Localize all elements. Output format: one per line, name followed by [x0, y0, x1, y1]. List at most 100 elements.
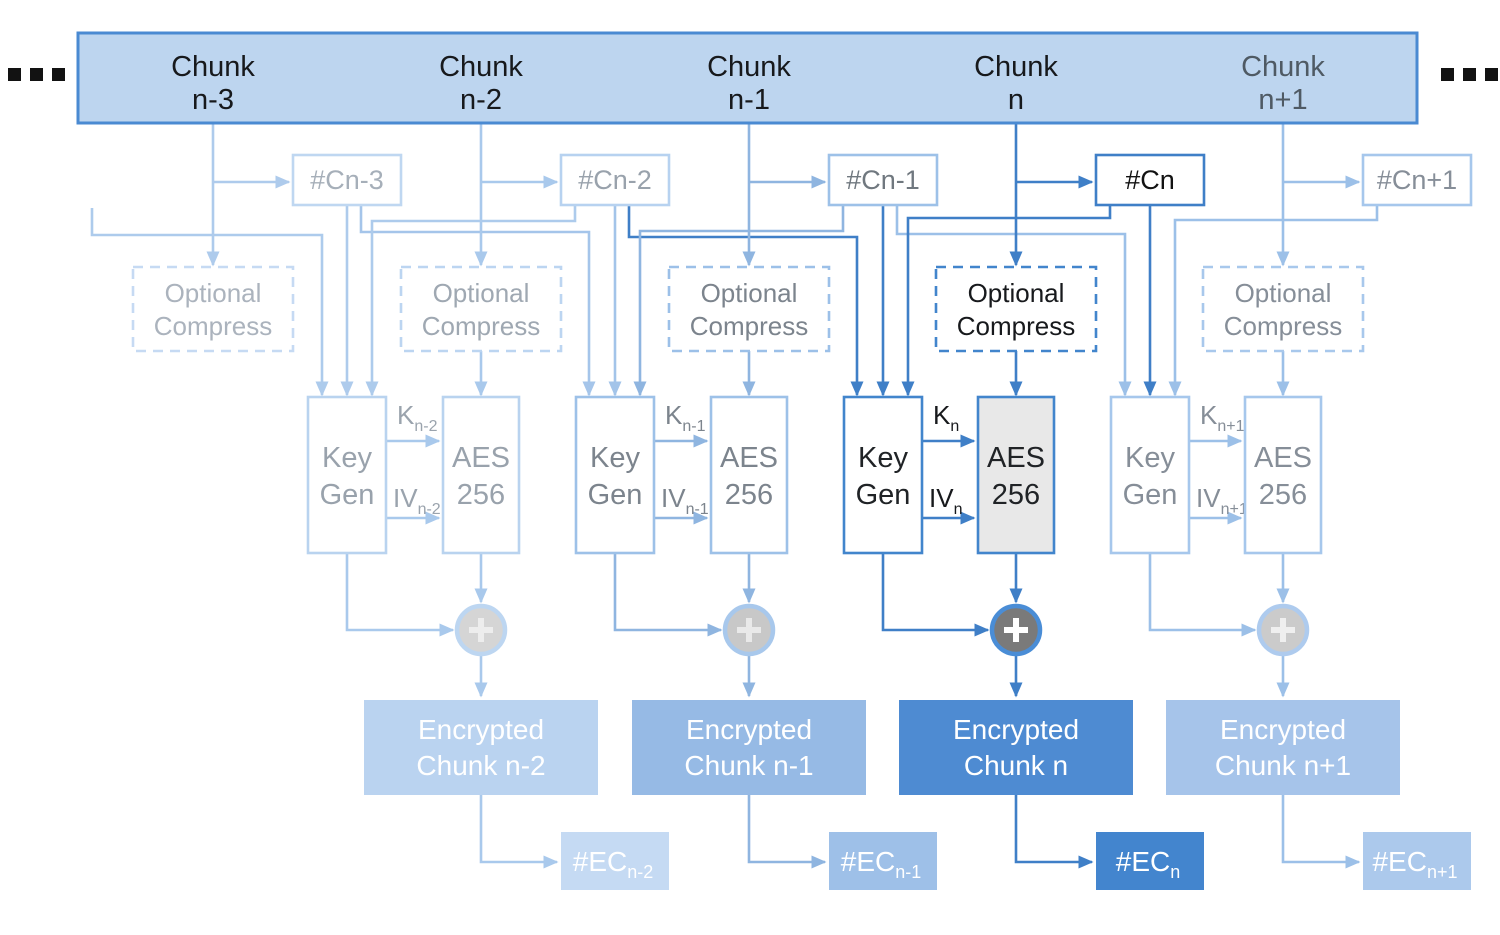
plus-icon — [737, 618, 761, 642]
keygen-box-n-1 — [574, 395, 656, 555]
ec-hash-label-n: #ECn — [1116, 846, 1180, 882]
optional-compress-box-n+1 — [1201, 265, 1365, 353]
column-n-2: Chunkn-2#Cn-2OptionalCompressKeyGenKn-2I… — [306, 51, 671, 890]
encrypted-label2-n+1: Chunk n+1 — [1215, 750, 1351, 781]
iv-label-n-2: IVn-2 — [393, 483, 441, 518]
column-n: Chunkn#CnOptionalCompressKeyGenKnIVnAES2… — [842, 51, 1206, 890]
encrypted-label-n+1: Encrypted — [1220, 714, 1346, 745]
ellipsis-right-dot — [1485, 68, 1498, 81]
keygen-box-n-2 — [306, 395, 388, 555]
hash-box-n — [1094, 153, 1206, 207]
aes-label2-n-2: 256 — [457, 479, 505, 511]
hash-box-n-3 — [291, 153, 403, 207]
aes-box-n+1 — [1243, 395, 1323, 555]
optional-compress-label-n-2: Optional — [433, 278, 530, 308]
optional-compress-label2-n: Compress — [957, 311, 1075, 341]
aes-label2-n: 256 — [992, 479, 1040, 511]
encrypted-label2-n: Chunk n — [964, 750, 1068, 781]
ec-hash-box-n — [1096, 832, 1204, 890]
route-hash-n-1-to-keygen-n-1 — [633, 205, 845, 397]
iv-label-n-1: IVn-1 — [661, 483, 709, 518]
route-hash-n-to-keygen-n — [901, 205, 1112, 397]
optional-compress-box-n-1 — [667, 265, 831, 353]
aes-label-n-1: AES — [720, 442, 778, 474]
hash-label-n-3: #Cn-3 — [310, 165, 384, 195]
chunk-label-n: Chunk — [974, 51, 1058, 83]
nodes-layer — [76, 31, 1419, 125]
optional-compress-label2-n-2: Compress — [422, 311, 540, 341]
chunk-label-suffix-n-1: n-1 — [728, 84, 770, 116]
encrypted-label2-n-1: Chunk n-1 — [684, 750, 813, 781]
chunk-label-n-3: Chunk — [171, 51, 255, 83]
key-label-n-2: Kn-2 — [397, 400, 438, 435]
ellipsis-left-dot — [8, 68, 21, 81]
optional-compress-label-n+1: Optional — [1235, 278, 1332, 308]
hash-box-n+1 — [1361, 153, 1473, 207]
hash-label-n-2: #Cn-2 — [578, 165, 652, 195]
encrypted-label-n-2: Encrypted — [418, 714, 544, 745]
encrypted-label-n-1: Encrypted — [686, 714, 812, 745]
keygen-label-n-2: Key — [322, 442, 372, 474]
keygen-to-plus-n-1 — [613, 553, 723, 637]
route-hash-n-3-to-second-next-keygen — [359, 205, 596, 397]
ec-hash-label-n+1: #ECn+1 — [1372, 846, 1457, 882]
plus-icon — [1271, 618, 1295, 642]
ellipsis-right-dot — [1441, 68, 1454, 81]
encrypted-chunk-box-n-2 — [364, 700, 598, 795]
chunk-label-suffix-n-3: n-3 — [192, 84, 234, 116]
encrypted-to-echash-n-2 — [479, 795, 559, 869]
keygen-label2-n: Gen — [856, 479, 911, 511]
optional-compress-label-n-1: Optional — [701, 278, 798, 308]
flow-lines-layer — [90, 33, 1379, 869]
hash-label-n: #Cn — [1125, 165, 1175, 195]
keygen-label-n-1: Key — [590, 442, 640, 474]
keygen-to-plus-n — [881, 553, 990, 637]
ellipsis-left-dot — [52, 68, 65, 81]
optional-compress-box-n — [934, 265, 1098, 353]
aes-box-n — [976, 395, 1056, 555]
encrypted-to-echash-n-1 — [747, 795, 827, 869]
ec-hash-box-n-1 — [829, 832, 937, 890]
aes-box-n-2 — [441, 395, 521, 555]
ellipsis-right-dot — [1463, 68, 1476, 81]
optional-compress-label2-n-3: Compress — [154, 311, 272, 341]
aes-label-n+1: AES — [1254, 442, 1312, 474]
route-hash-n-1-to-second-next-keygen — [895, 205, 1132, 397]
keygen-box-n+1 — [1109, 395, 1191, 555]
keygen-to-plus-n+1 — [1148, 553, 1257, 637]
key-label-n: Kn — [933, 400, 959, 435]
encrypted-label2-n-2: Chunk n-2 — [416, 750, 545, 781]
keygen-label-n+1: Key — [1125, 442, 1175, 474]
aes-label2-n+1: 256 — [1259, 479, 1307, 511]
keygen-to-plus-n-2 — [345, 553, 455, 637]
keygen-label2-n+1: Gen — [1123, 479, 1178, 511]
keygen-label2-n-2: Gen — [320, 479, 375, 511]
hash-box-n-1 — [827, 153, 939, 207]
hash-box-n-2 — [559, 153, 671, 207]
chunk-label-suffix-n: n — [1008, 84, 1024, 116]
route-hash-n+1-to-keygen-n+1 — [1168, 205, 1379, 397]
chunk-label-suffix-n+1: n+1 — [1258, 84, 1307, 116]
aes-box-n-1 — [709, 395, 789, 555]
ec-hash-label-n-1: #ECn-1 — [841, 846, 921, 882]
column-n-1: Chunkn-1#Cn-1OptionalCompressKeyGenKn-1I… — [574, 51, 939, 890]
hash-label-n-1: #Cn-1 — [846, 165, 920, 195]
hash-label-n+1: #Cn+1 — [1377, 165, 1457, 195]
keygen-label-n: Key — [858, 442, 908, 474]
optional-compress-box-n-3 — [131, 265, 295, 353]
aes-label2-n-1: 256 — [725, 479, 773, 511]
optional-compress-label-n-3: Optional — [165, 278, 262, 308]
aes-label-n-2: AES — [452, 442, 510, 474]
iv-label-n+1: IVn+1 — [1196, 483, 1248, 518]
route-offscreen-to-keygen-n-2 — [90, 208, 329, 397]
route-hash-n-2-to-second-next-keygen — [627, 205, 864, 397]
encrypted-chunk-box-n-1 — [632, 700, 866, 795]
ec-hash-box-n-2 — [561, 832, 669, 890]
encrypted-to-echash-n+1 — [1281, 795, 1361, 869]
key-label-n-1: Kn-1 — [665, 400, 706, 435]
plus-icon — [469, 618, 493, 642]
chunk-bar — [76, 31, 1419, 125]
